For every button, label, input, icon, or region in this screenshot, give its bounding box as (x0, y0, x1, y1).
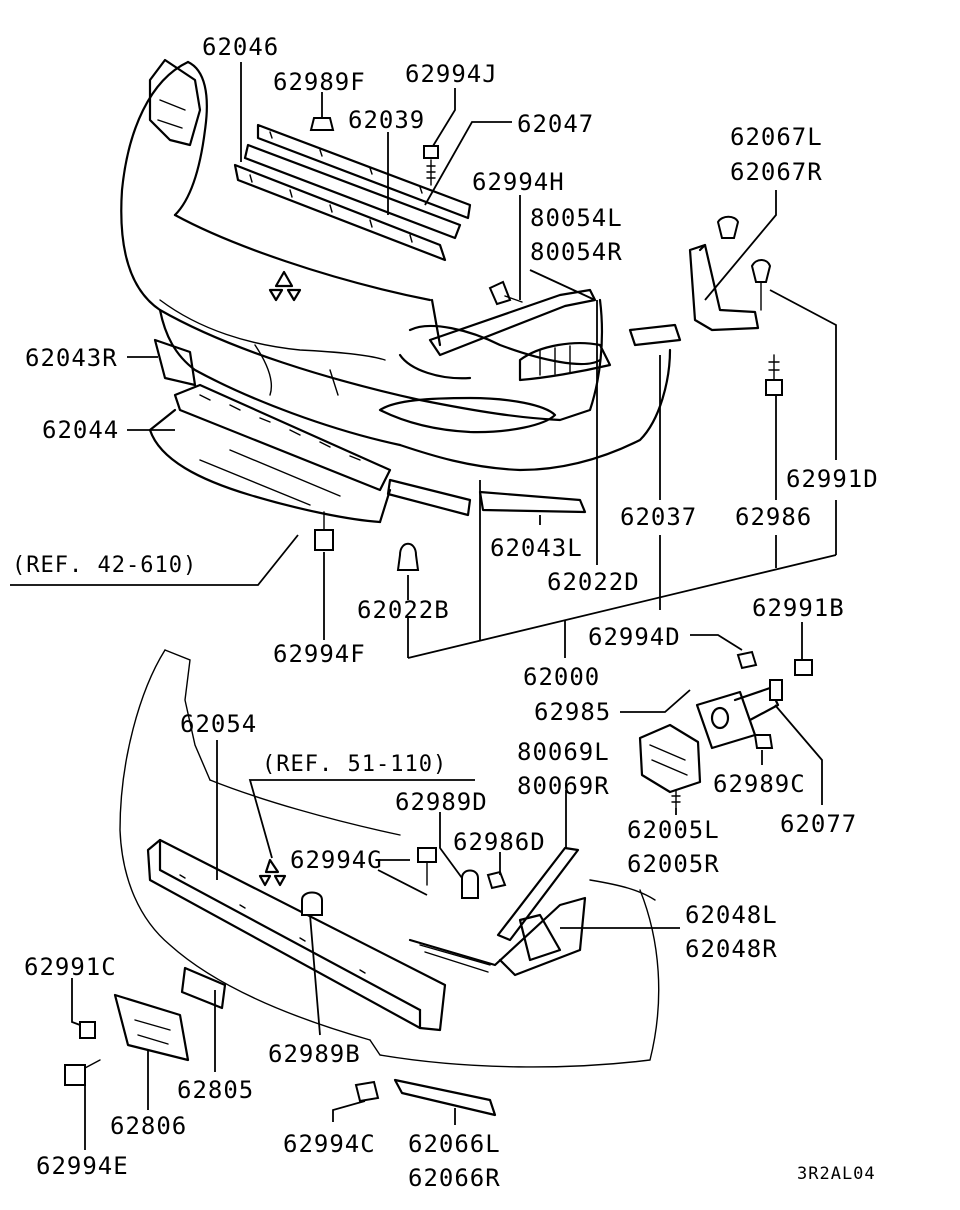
bracket-62005 (638, 723, 702, 809)
reference-42-610: (REF. 42-610) (12, 553, 198, 578)
bumper-reinforcement-62054 (146, 838, 447, 1032)
side-bracket-62067 (628, 243, 760, 347)
label-62994G: 62994G (290, 846, 383, 874)
label-62989C: 62989C (713, 770, 806, 798)
label-62989F: 62989F (273, 68, 366, 96)
label-62067R: 62067R (730, 158, 823, 186)
label-62994F: 62994F (273, 640, 366, 668)
figure-code: 3R2AL04 (797, 1164, 876, 1184)
upper-fasteners (309, 117, 783, 571)
label-62048R: 62048R (685, 935, 778, 963)
label-62000: 62000 (523, 663, 601, 691)
label-80069L: 80069L (517, 738, 610, 766)
label-62077: 62077 (780, 810, 858, 838)
label-62994E: 62994E (36, 1152, 129, 1180)
label-62022D: 62022D (547, 568, 640, 596)
label-62991B: 62991B (752, 594, 845, 622)
label-62043R: 62043R (25, 344, 118, 372)
lower-fasteners (64, 847, 507, 1117)
plate-62806 (113, 993, 190, 1062)
lower-spoiler (148, 338, 587, 524)
label-62005R: 62005R (627, 850, 720, 878)
label-62066R: 62066R (408, 1164, 501, 1192)
label-62994H: 62994H (472, 168, 565, 196)
label-62067L: 62067L (730, 123, 823, 151)
label-62043L: 62043L (490, 534, 583, 562)
label-62991D: 62991D (786, 465, 879, 493)
label-62022B: 62022B (357, 596, 450, 624)
label-62037: 62037 (620, 503, 698, 531)
tow-hook-62077 (695, 650, 813, 750)
molding-80054 (428, 288, 597, 357)
label-62806: 62806 (110, 1112, 188, 1140)
rear-fascia-outline (119, 649, 660, 1068)
label-62066L: 62066L (408, 1130, 501, 1158)
label-80054L: 80054L (530, 204, 623, 232)
label-62991C: 62991C (24, 953, 117, 981)
bracket-62048 (408, 896, 587, 977)
label-62994J: 62994J (405, 60, 498, 88)
grille-strips (233, 123, 472, 262)
label-62805: 62805 (177, 1076, 255, 1104)
label-62044: 62044 (42, 416, 120, 444)
label-62046: 62046 (202, 33, 280, 61)
plate-62805 (180, 966, 227, 1010)
leader-lines (10, 62, 837, 1150)
front-bumper-fascia (120, 58, 672, 472)
label-62054: 62054 (180, 710, 258, 738)
label-62047: 62047 (517, 110, 595, 138)
label-80054R: 80054R (530, 238, 623, 266)
molding-80069 (496, 846, 580, 942)
label-80069R: 80069R (517, 772, 610, 800)
label-62005L: 62005L (627, 816, 720, 844)
label-62989D: 62989D (395, 788, 488, 816)
reference-51-110: (REF. 51-110) (262, 752, 448, 777)
label-62986: 62986 (735, 503, 813, 531)
label-62048L: 62048L (685, 901, 778, 929)
label-62985: 62985 (534, 698, 612, 726)
label-62989B: 62989B (268, 1040, 361, 1068)
label-62994C: 62994C (283, 1130, 376, 1158)
label-62994D: 62994D (588, 623, 681, 651)
label-62986D: 62986D (453, 828, 546, 856)
label-62039: 62039 (348, 106, 426, 134)
